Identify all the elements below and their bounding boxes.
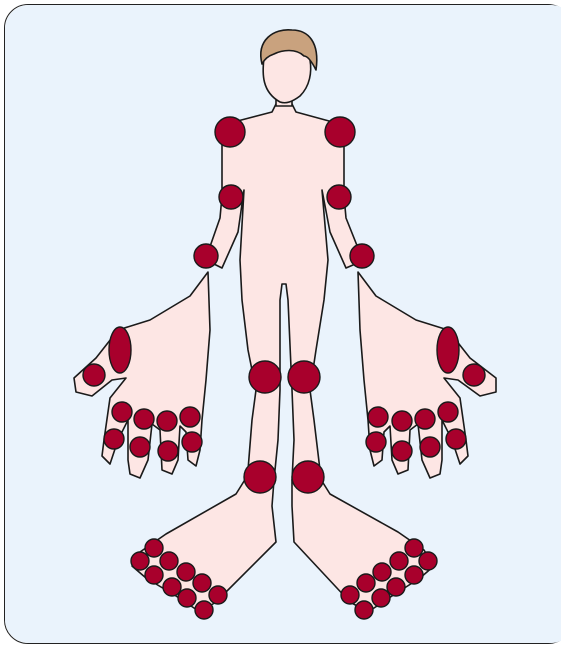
joint-marker-base-of-thumb-right (437, 327, 459, 373)
joint-marker-finger-joints-left-4 (180, 407, 200, 427)
joint-marker-finger-joints-left-6 (130, 437, 150, 457)
joint-marker-elbow-left (219, 185, 243, 209)
joint-marker-toe-joints-right-7 (357, 574, 375, 592)
joint-marker-base-of-thumb-left (109, 327, 131, 373)
joint-marker-toe-joints-right-4 (390, 552, 408, 570)
joint-marker-finger-joints-right-1 (368, 407, 388, 427)
joint-marker-finger-joints-right-3 (415, 409, 435, 429)
joint-marker-toe-joints-left-4 (160, 552, 178, 570)
joint-marker-toe-joints-right-6 (387, 578, 405, 596)
joint-marker-toe-joints-right-5 (373, 563, 391, 581)
joint-marker-finger-joints-left-7 (158, 441, 178, 461)
joint-marker-thumb-right (463, 364, 485, 386)
joint-marker-finger-joints-right-2 (392, 411, 412, 431)
joint-marker-finger-joints-left-1 (112, 402, 132, 422)
joint-marker-toe-joints-right-8 (372, 589, 390, 607)
joint-marker-elbow-right (327, 185, 351, 209)
joint-marker-toe-joints-right-3 (405, 566, 423, 584)
joint-marker-toe-joints-right-1 (405, 539, 423, 557)
joint-marker-wrist-right (350, 244, 374, 268)
joint-marker-toe-joints-left-10 (195, 601, 213, 619)
joint-marker-toe-joints-right-10 (355, 601, 373, 619)
joint-marker-wrist-left (194, 244, 218, 268)
joint-marker-toe-joints-left-5 (177, 563, 195, 581)
joint-marker-toe-joints-left-6 (163, 578, 181, 596)
joint-marker-finger-joints-right-4 (438, 402, 458, 422)
joint-marker-finger-joints-left-5 (104, 429, 124, 449)
joint-marker-knee-right (288, 361, 320, 393)
joint-marker-toe-joints-right-2 (419, 552, 437, 570)
joint-marker-finger-joints-left-2 (134, 409, 154, 429)
joint-marker-toe-joints-left-9 (209, 586, 227, 604)
joint-marker-ankle-right (292, 461, 324, 493)
joint-marker-shoulder-left (215, 117, 245, 147)
joint-marker-toe-joints-left-3 (145, 566, 163, 584)
joint-marker-finger-joints-right-6 (392, 441, 412, 461)
joint-marker-toe-joints-right-9 (341, 586, 359, 604)
joint-marker-knee-left (249, 361, 281, 393)
joint-marker-finger-joints-left-3 (157, 411, 177, 431)
joint-marker-finger-joints-right-7 (420, 437, 440, 457)
joint-marker-toe-joints-left-7 (193, 574, 211, 592)
joint-marker-ankle-left (244, 461, 276, 493)
joint-marker-finger-joints-right-5 (366, 432, 386, 452)
joint-marker-toe-joints-left-8 (178, 589, 196, 607)
joint-marker-shoulder-right (325, 117, 355, 147)
joint-marker-toe-joints-left-1 (145, 539, 163, 557)
joint-marker-finger-joints-left-8 (182, 432, 202, 452)
joint-marker-toe-joints-left-2 (131, 552, 149, 570)
joint-marker-finger-joints-right-8 (446, 429, 466, 449)
joint-marker-thumb-left (83, 364, 105, 386)
